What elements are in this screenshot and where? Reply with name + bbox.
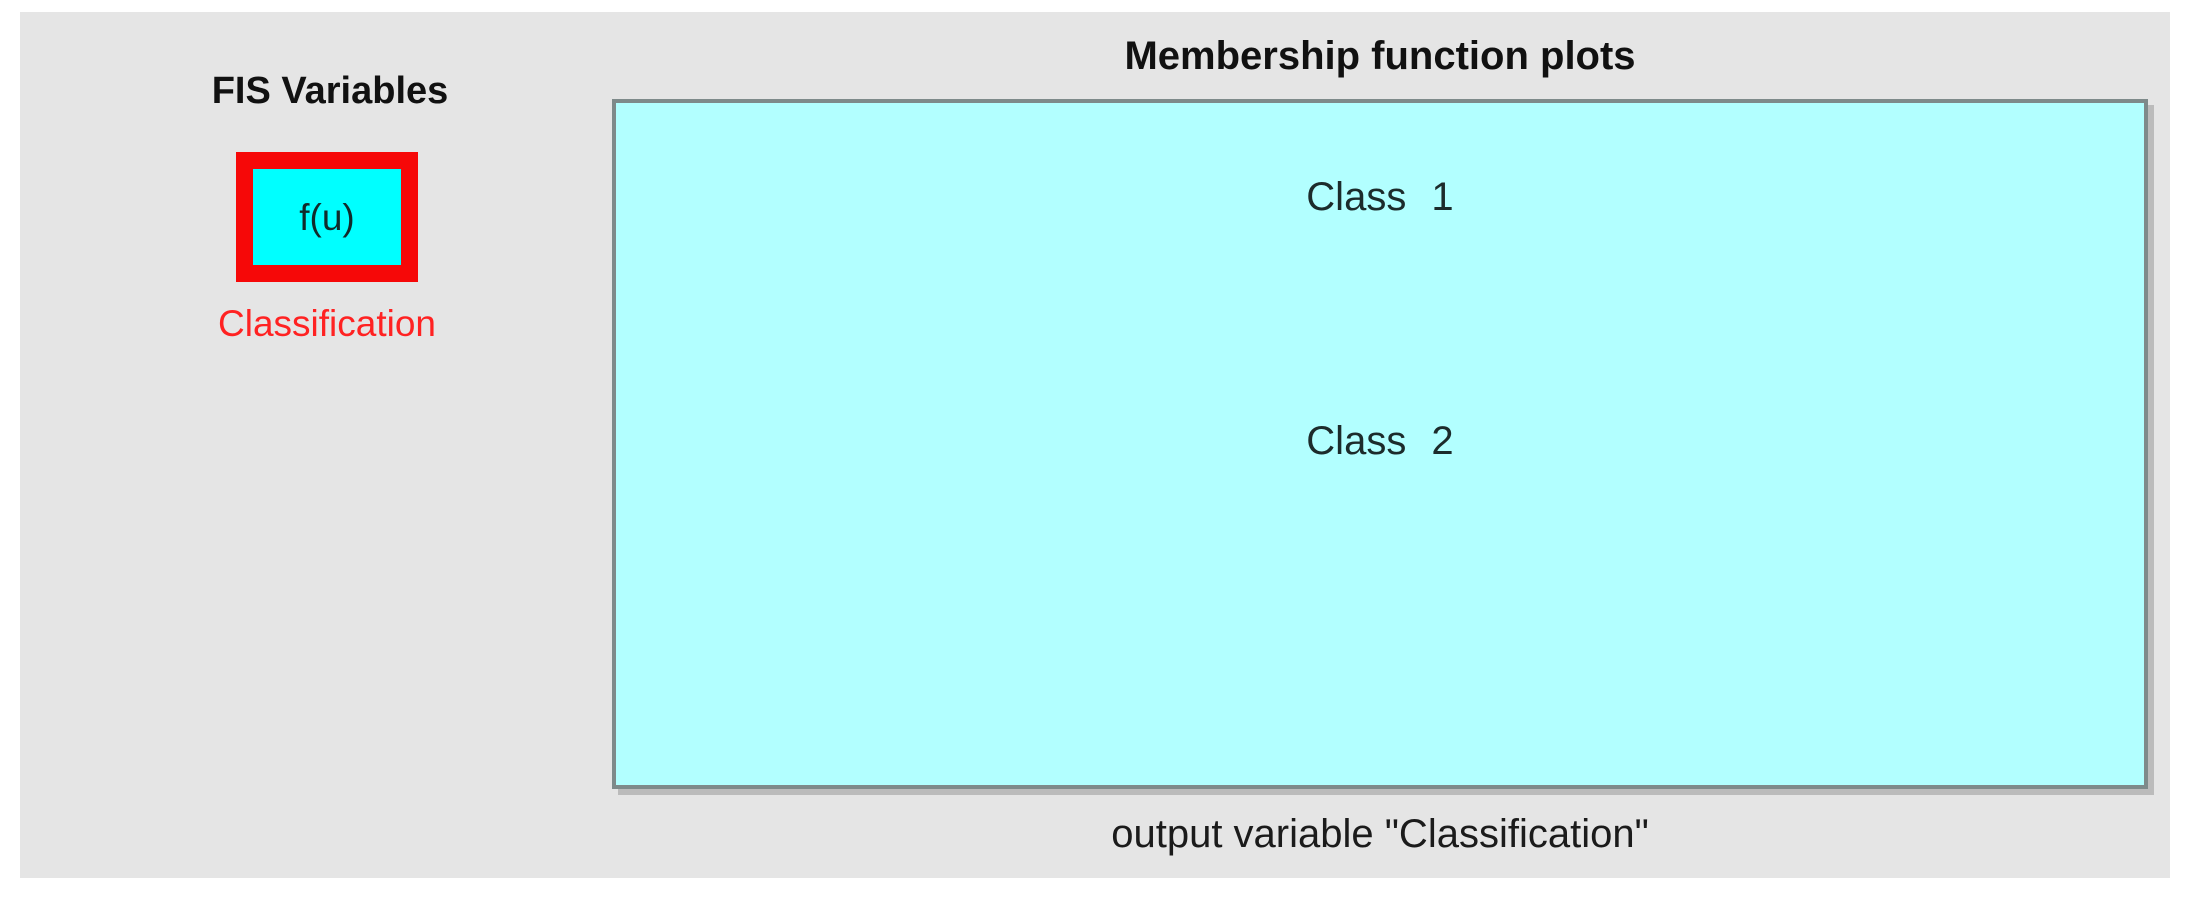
mf-label-class1[interactable]: Class 1 — [1306, 175, 1454, 219]
membership-plot-title: Membership function plots — [1124, 34, 1636, 78]
output-variable-name[interactable]: Classification — [218, 303, 436, 344]
plot-x-axis-label: output variable "Classification" — [1111, 812, 1649, 856]
membership-editor-panel: FIS Variables f(u) Classification Member… — [20, 12, 2170, 878]
fis-variables-title: FIS Variables — [211, 70, 449, 112]
output-variable-box[interactable]: f(u) — [236, 152, 418, 282]
mf-label-class2[interactable]: Class 2 — [1306, 419, 1454, 463]
membership-plot-area[interactable]: Class 1 Class 2 — [612, 99, 2148, 789]
variable-block-label: f(u) — [299, 196, 355, 238]
